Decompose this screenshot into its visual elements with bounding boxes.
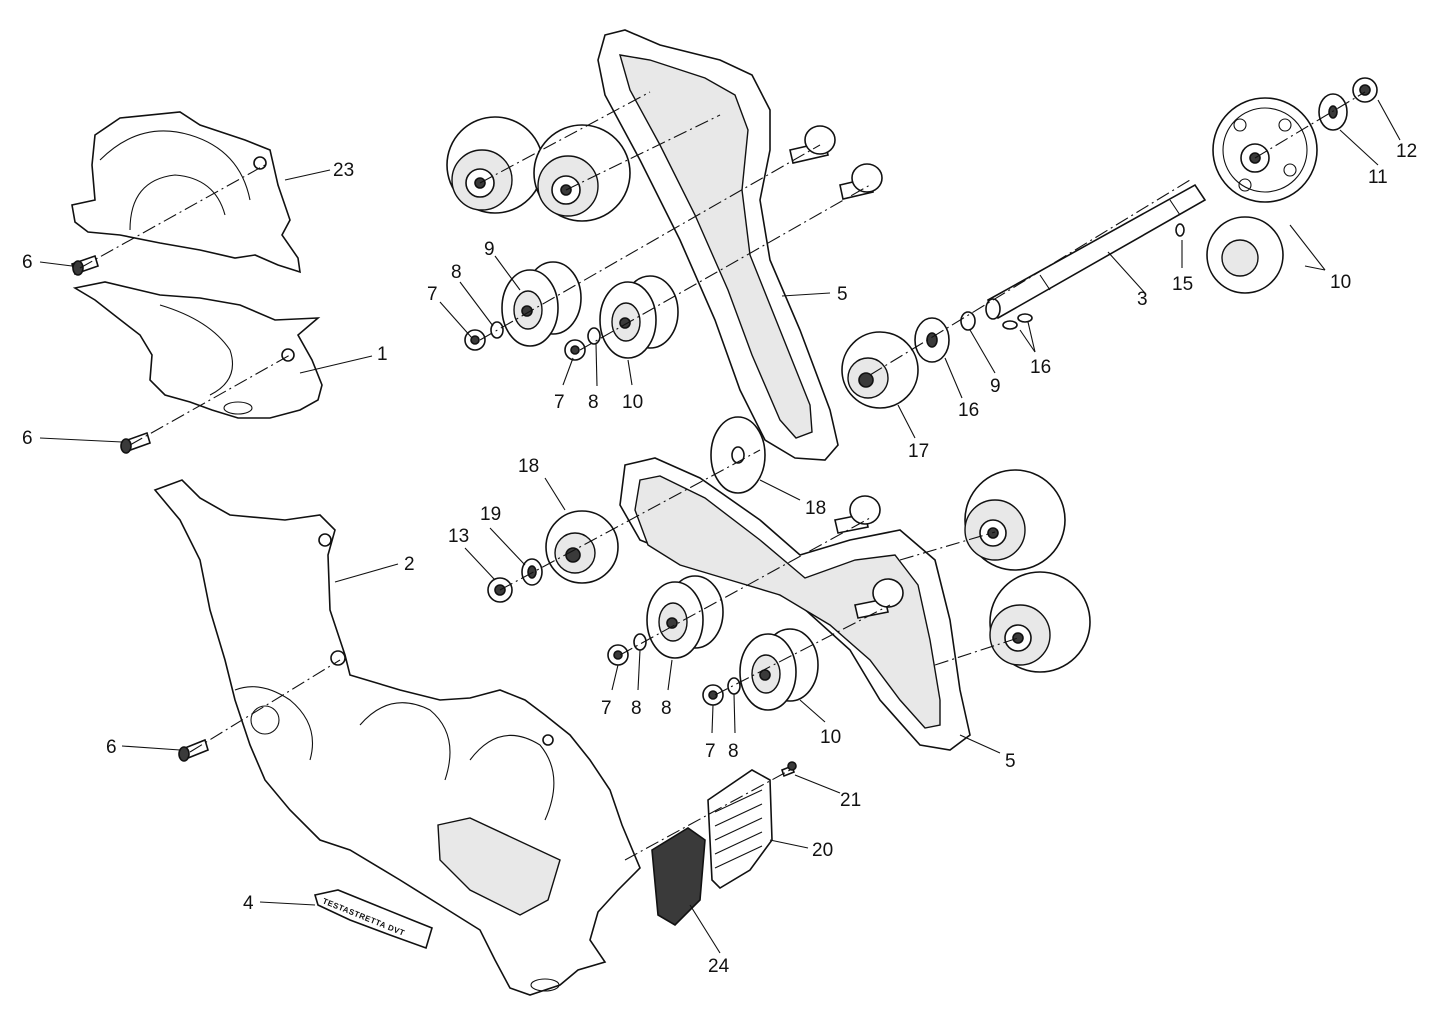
layshaft-3 — [985, 183, 1207, 320]
nut-15 — [1352, 77, 1378, 103]
screw-6-b — [120, 431, 151, 454]
tensioner-bolt-lower-a — [834, 495, 881, 534]
circlip-11 — [960, 311, 976, 331]
gear-13-small — [1206, 216, 1284, 294]
callout-18-a: 17 — [908, 441, 929, 462]
vertical-head-cover-upper — [71, 111, 301, 274]
crank-pulley-18-upper — [841, 331, 919, 409]
leader-lines — [39, 99, 1401, 954]
callout-10-b: 10 — [820, 727, 841, 748]
callout-8-b: 8 — [588, 392, 599, 413]
callout-labels: 23 6 1 6 2 6 4 7 8 9 7 8 10 5 3 15 10 11… — [22, 141, 1417, 977]
callout-17: 16 — [958, 400, 979, 421]
callout-15: 12 — [1396, 141, 1417, 162]
washer-8-upper-b — [587, 327, 601, 345]
callout-18-b: 18 — [518, 456, 539, 477]
cover-badge: TESTASTRETTA DVT — [313, 889, 433, 950]
callout-6-b: 6 — [22, 428, 33, 449]
callout-7-b: 7 — [554, 392, 565, 413]
callout-9-b: 8 — [661, 698, 672, 719]
washer-17 — [914, 317, 950, 363]
grille-21 — [707, 769, 773, 890]
callout-7-c: 7 — [601, 698, 612, 719]
callout-1: 1 — [377, 344, 388, 365]
callout-11: 9 — [990, 376, 1001, 397]
callout-2: 2 — [404, 554, 415, 575]
spacer-20 — [521, 558, 543, 586]
cam-pulley-lower-bottom — [989, 571, 1091, 673]
idler-roller-9-upper — [501, 261, 582, 347]
callout-14: 11 — [1368, 167, 1388, 188]
idler-roller-10-lower — [739, 628, 819, 711]
cam-pulley-upper-left — [446, 116, 544, 214]
callout-6-a: 6 — [22, 252, 33, 273]
callout-10-a: 10 — [622, 392, 643, 413]
screw-22 — [781, 761, 797, 778]
tensioner-bolt-upper-b — [839, 163, 883, 200]
callout-8-c: 8 — [631, 698, 642, 719]
pad-24 — [651, 827, 706, 927]
callout-3: 3 — [1137, 289, 1148, 310]
gear-13-large — [1212, 97, 1318, 203]
timing-belt-lower — [619, 457, 971, 751]
callout-4: 4 — [243, 893, 254, 914]
tensioner-bolt-lower-b — [854, 578, 904, 619]
idler-roller-9-lower — [646, 575, 724, 659]
crank-pulley-18-lower — [545, 510, 619, 584]
cam-pulley-upper-right — [533, 124, 631, 222]
callout-9-a: 9 — [484, 239, 495, 260]
callout-24: 24 — [708, 956, 730, 977]
nut-7-lower-a — [607, 644, 629, 666]
callout-8-d: 8 — [728, 741, 739, 762]
callout-8-a: 8 — [451, 262, 462, 283]
callout-20: 19 — [480, 504, 501, 525]
washer-19 — [710, 416, 766, 494]
callout-6-c: 6 — [106, 737, 117, 758]
callout-22: 21 — [840, 790, 861, 811]
keys-16 — [1002, 223, 1185, 330]
washer-8-lower-b — [727, 677, 741, 695]
vertical-head-cover-lower — [72, 281, 323, 419]
callout-5-b: 5 — [1005, 751, 1016, 772]
tensioner-bolt-upper-a — [789, 125, 836, 164]
callout-16-a: 15 — [1172, 274, 1193, 295]
callout-7-a: 7 — [427, 284, 438, 305]
assembly-axes — [79, 91, 1366, 861]
callout-5-a: 5 — [837, 284, 848, 305]
idler-roller-10-upper — [599, 275, 679, 359]
screw-6-c — [178, 738, 209, 762]
nut-7-lower-b — [702, 684, 724, 706]
callout-7-d: 7 — [705, 741, 716, 762]
cam-pulley-lower-top — [964, 469, 1066, 571]
callout-21: 20 — [812, 840, 833, 861]
nut-7-upper-b — [564, 339, 586, 361]
horizontal-cover-main — [153, 479, 641, 996]
callout-23: 23 — [333, 160, 354, 181]
callout-16-b: 16 — [1030, 357, 1051, 378]
callout-13: 10 — [1330, 272, 1351, 293]
washer-14 — [1318, 93, 1348, 131]
timing-belt-upper — [597, 29, 839, 461]
callout-19: 18 — [805, 498, 826, 519]
callout-12: 13 — [448, 526, 469, 547]
